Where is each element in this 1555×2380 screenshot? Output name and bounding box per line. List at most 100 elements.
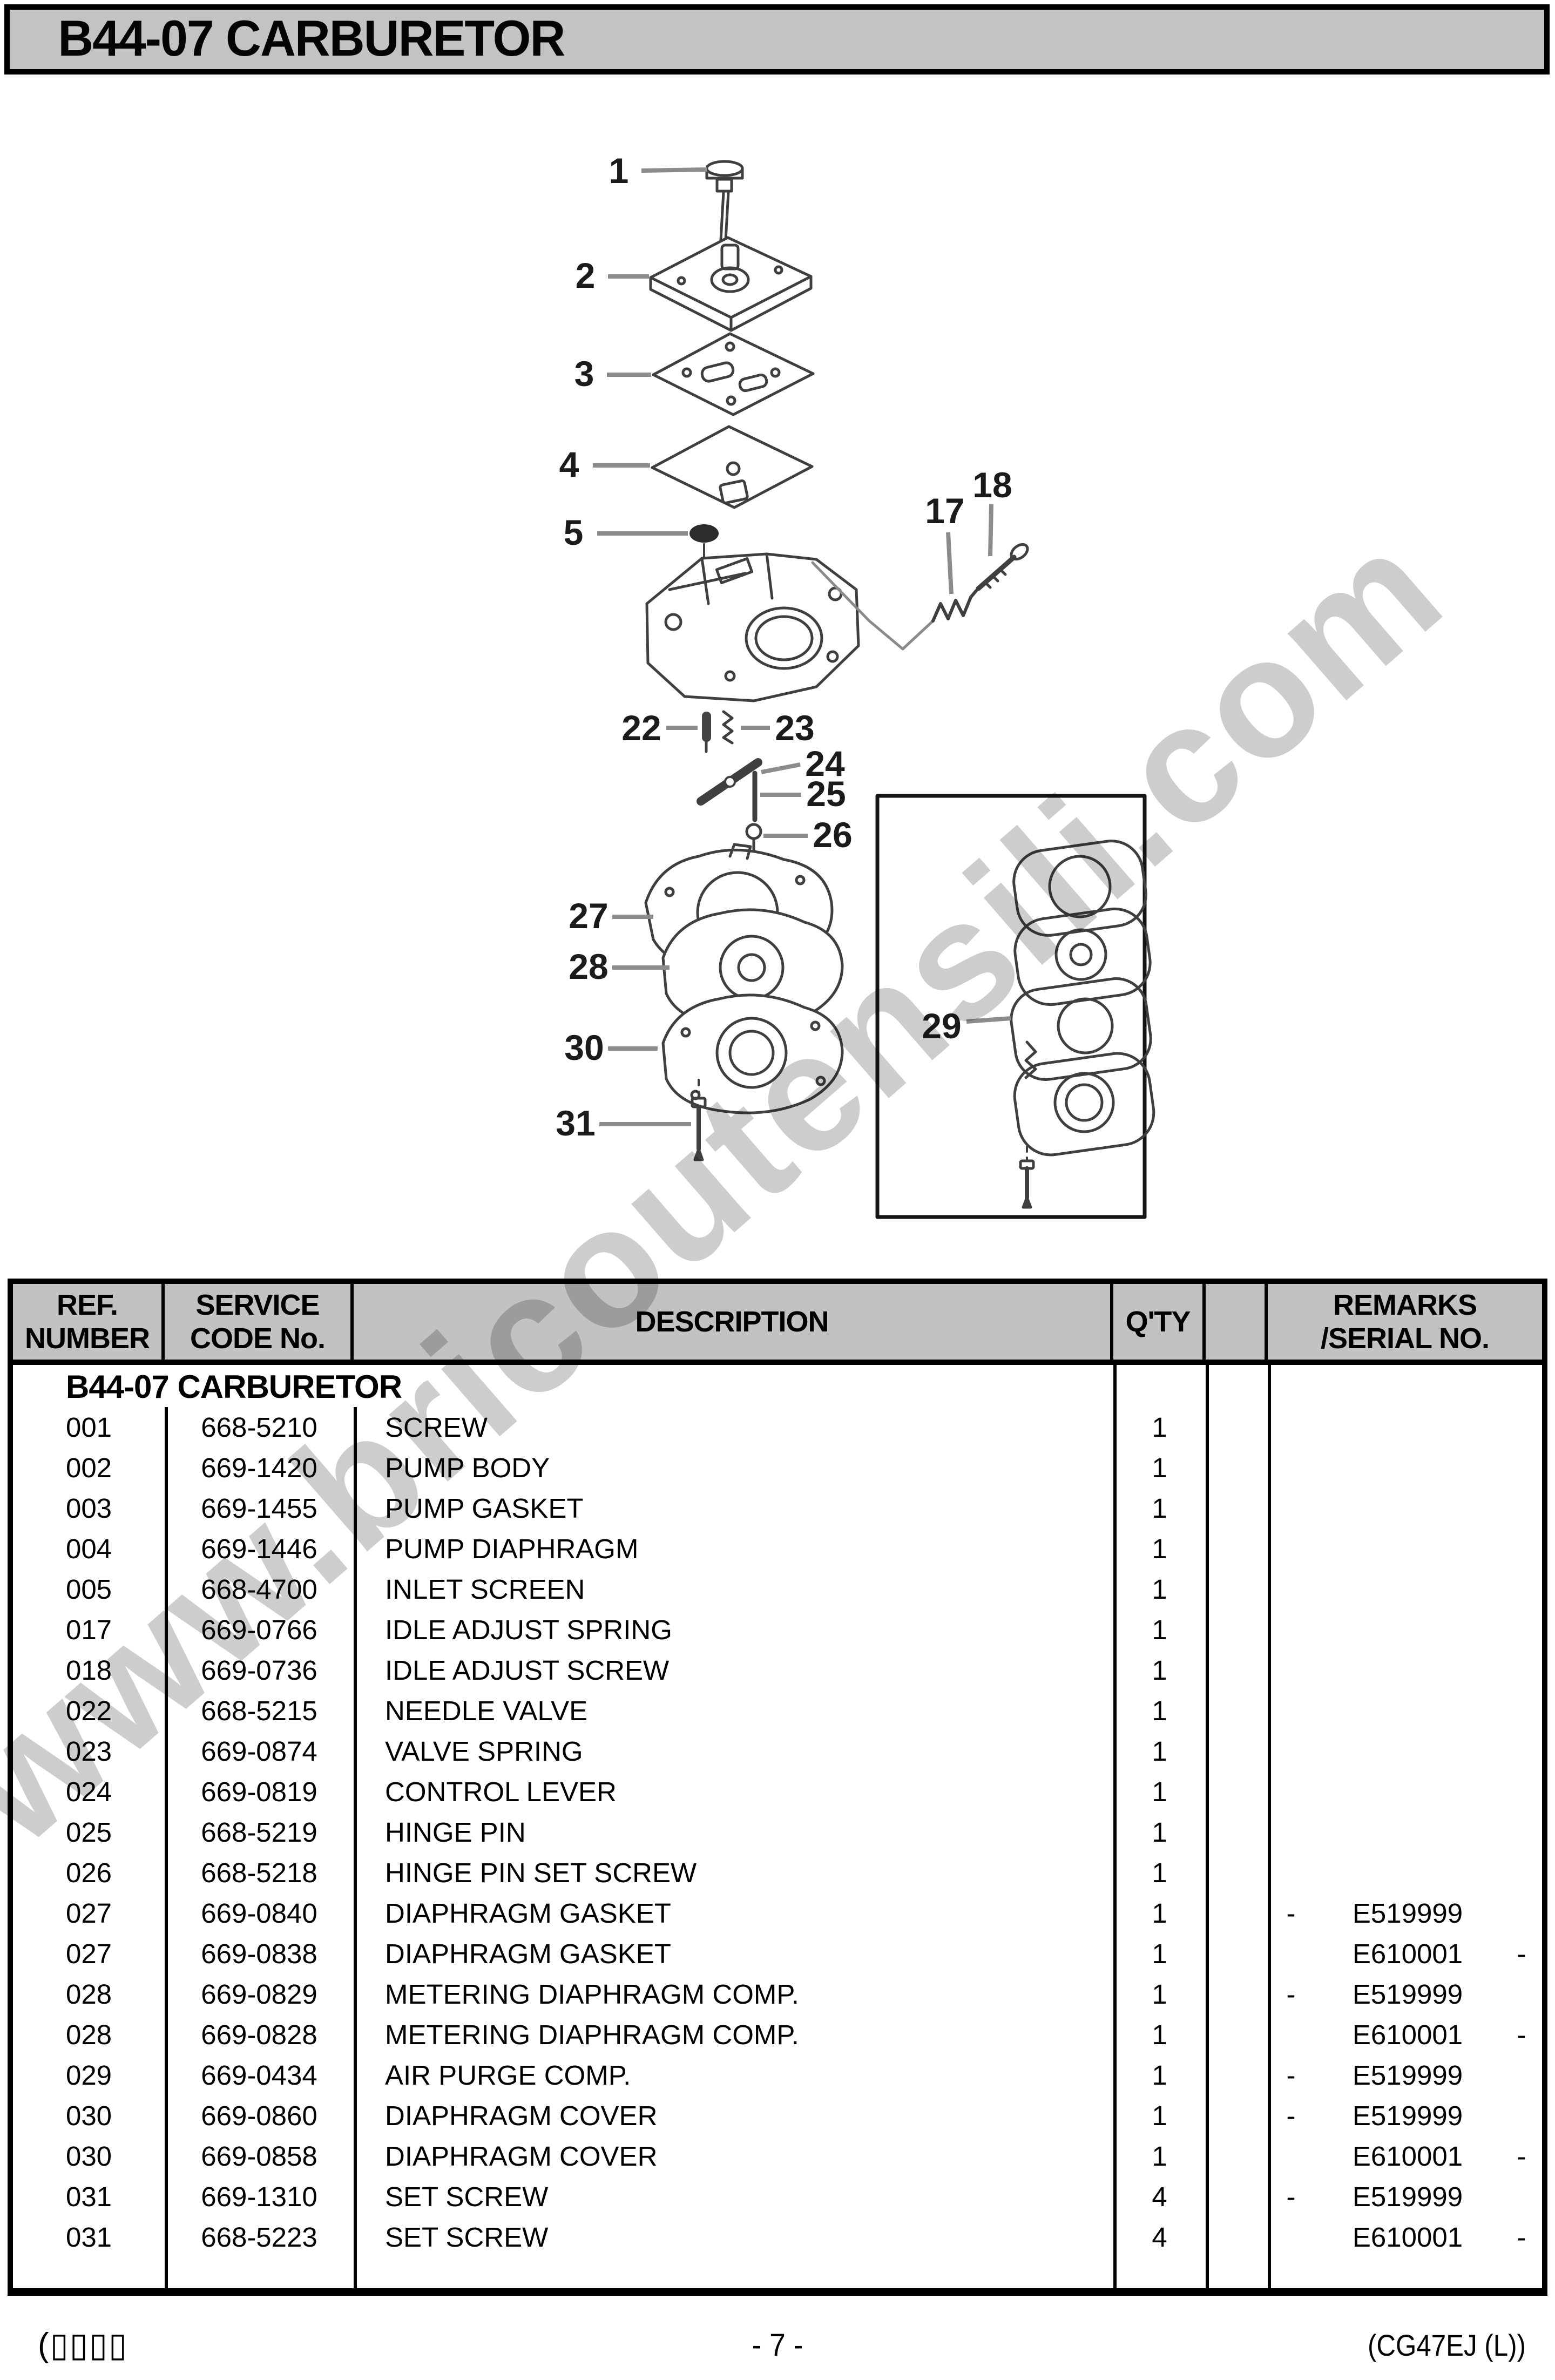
blank-cell	[1206, 1691, 1268, 1731]
serial-range-suffix	[1501, 1407, 1542, 1448]
service-code-cell: 669-1455	[201, 1493, 317, 1524]
remarks-cell	[1268, 1488, 1542, 1529]
serial-number	[1314, 1852, 1501, 1893]
remarks-cell	[1268, 1812, 1542, 1852]
qty-cell: 1	[1152, 1695, 1167, 1726]
callout-label: 17	[925, 491, 964, 531]
leader-line	[988, 504, 993, 557]
serial-number: E519999	[1352, 1898, 1463, 1929]
description-cell: SET SCREW	[385, 2222, 549, 2253]
serial-range-prefix	[1268, 2136, 1314, 2176]
serial-range-prefix	[1268, 1569, 1314, 1610]
blank-cell	[1206, 1812, 1268, 1852]
serial-range-prefix: -	[1286, 2100, 1296, 2131]
blank-cell	[1206, 2217, 1268, 2257]
callout-label: 31	[556, 1103, 595, 1143]
serial-number: E610001	[1352, 2019, 1463, 2050]
remarks-cell: -E519999	[1268, 2176, 1542, 2217]
service-code-cell: 668-5215	[201, 1695, 317, 1726]
ref-number-cell: 003	[65, 1493, 112, 1524]
page-title: B44-07 CARBURETOR	[58, 10, 565, 66]
serial-number: E519999	[1352, 2060, 1463, 2091]
blank-cell	[1206, 1731, 1268, 1772]
description-cell: NEEDLE VALVE	[385, 1695, 588, 1726]
qty-cell: 1	[1152, 1817, 1167, 1848]
service-code-cell: 668-5219	[201, 1817, 317, 1848]
serial-range-suffix	[1501, 2055, 1542, 2095]
remarks-cell	[1268, 1569, 1542, 1610]
remarks-cell	[1268, 1731, 1542, 1772]
serial-number	[1314, 1407, 1501, 1448]
serial-number	[1314, 1529, 1501, 1569]
ref-number-cell: 031	[65, 2222, 112, 2253]
remarks-cell	[1268, 1852, 1542, 1893]
serial-range-suffix: -	[1517, 1938, 1526, 1969]
remarks-cell	[1268, 1772, 1542, 1812]
ref-number-cell: 018	[65, 1655, 112, 1686]
screw-drawing	[705, 160, 744, 251]
serial-range-prefix: -	[1286, 2181, 1296, 2212]
description-cell: METERING DIAPHRAGM COMP.	[385, 2019, 799, 2050]
table-header-row: REF. NUMBER SERVICE CODE No. DESCRIPTION…	[13, 1284, 1542, 1365]
ref-number-cell: 002	[65, 1452, 112, 1483]
serial-range-suffix	[1501, 1731, 1542, 1772]
description-cell: DIAPHRAGM GASKET	[385, 1938, 671, 1969]
description-cell: PUMP BODY	[385, 1452, 550, 1483]
service-code-cell: 668-5223	[201, 2222, 317, 2253]
serial-number	[1314, 1691, 1501, 1731]
service-code-cell: 668-4700	[201, 1574, 317, 1605]
callout-label: 29	[922, 1006, 961, 1046]
serial-number	[1314, 1448, 1501, 1488]
blank-cell	[1206, 1772, 1268, 1812]
service-code-cell: 669-0736	[201, 1655, 317, 1686]
remarks-cell: E610001-	[1268, 2014, 1542, 2055]
serial-range-prefix	[1268, 1488, 1314, 1529]
serial-number	[1314, 1731, 1501, 1772]
ref-number-cell: 004	[65, 1533, 112, 1564]
qty-cell: 1	[1152, 1736, 1167, 1767]
parts-table: REF. NUMBER SERVICE CODE No. DESCRIPTION…	[8, 1279, 1547, 2296]
qty-cell: 1	[1152, 1776, 1167, 1807]
col-header-qty: Q'TY	[1113, 1284, 1206, 1360]
serial-number	[1314, 1610, 1501, 1650]
qty-cell: 1	[1152, 1574, 1167, 1605]
qty-cell: 1	[1152, 1493, 1167, 1524]
remarks-cell	[1268, 1448, 1542, 1488]
serial-range-prefix: -	[1286, 2060, 1296, 2091]
blank-cell	[1206, 1569, 1268, 1610]
part-drawings	[644, 160, 1155, 1219]
blank-cell	[1206, 2176, 1268, 2217]
service-code-cell: 669-0874	[201, 1736, 317, 1767]
carburetor-body-drawing	[645, 552, 860, 702]
blank-cell	[1206, 1610, 1268, 1650]
serial-range-prefix	[1268, 1610, 1314, 1650]
service-code-cell: 669-0840	[201, 1898, 317, 1929]
control-lever-drawing	[697, 758, 762, 806]
description-cell: SET SCREW	[385, 2181, 549, 2212]
col-header-ref-number: REF. NUMBER	[13, 1284, 165, 1360]
qty-cell: 1	[1152, 2141, 1167, 2172]
leader-line	[966, 1016, 1011, 1024]
serial-range-prefix	[1268, 1650, 1314, 1691]
serial-range-prefix: -	[1286, 1898, 1296, 1929]
leader-line	[641, 167, 708, 173]
serial-range-prefix	[1268, 2217, 1314, 2257]
ref-number-cell: 030	[65, 2141, 112, 2172]
qty-cell: 1	[1152, 2019, 1167, 2050]
blank-cell	[1206, 1448, 1268, 1488]
pump-gasket-drawing	[652, 332, 815, 416]
page-title-bar: B44-07 CARBURETOR	[4, 4, 1550, 75]
blank-cell	[1206, 1893, 1268, 1933]
serial-range-suffix	[1501, 1650, 1542, 1691]
blank-cell	[1206, 1852, 1268, 1893]
serial-range-prefix: -	[1286, 1979, 1296, 2010]
blank-cell	[1206, 1529, 1268, 1569]
serial-number	[1314, 1488, 1501, 1529]
serial-range-prefix	[1268, 1407, 1314, 1448]
